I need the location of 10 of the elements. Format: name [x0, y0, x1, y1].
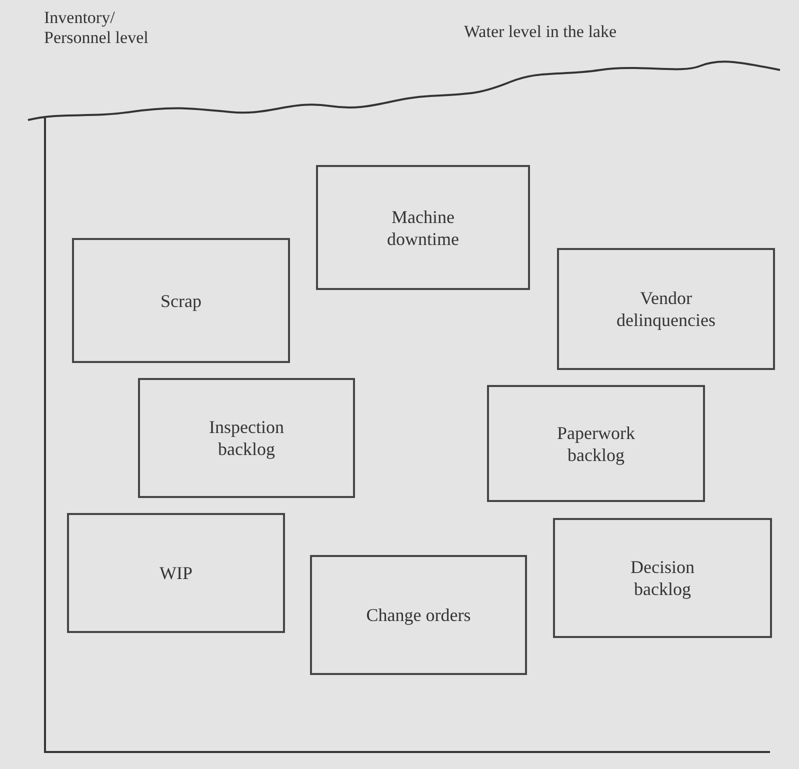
- cause-box: Decision backlog: [553, 518, 772, 638]
- cause-box: Scrap: [72, 238, 290, 363]
- cause-box: Paperwork backlog: [487, 385, 705, 502]
- cause-box: Vendor delinquencies: [557, 248, 775, 370]
- cause-box: Change orders: [310, 555, 527, 675]
- cause-box: Inspection backlog: [138, 378, 355, 498]
- cause-box: WIP: [67, 513, 285, 633]
- cause-box: Machine downtime: [316, 165, 530, 290]
- label-text: Inventory/ Personnel level: [44, 8, 150, 48]
- label-text: Water level in the lake: [464, 22, 618, 42]
